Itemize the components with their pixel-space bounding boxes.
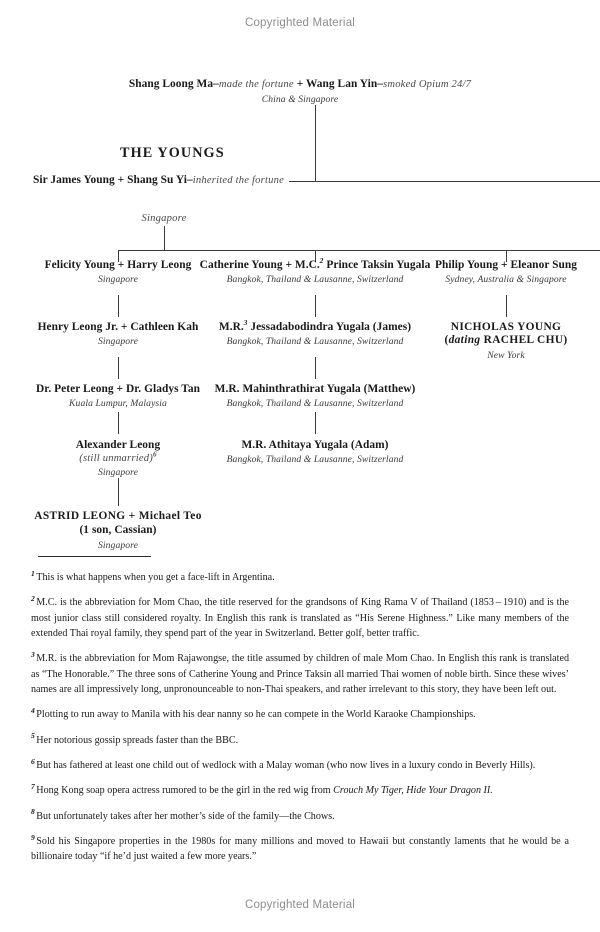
gen1-location-label: Singapore <box>141 213 187 224</box>
connector-gen2-sibling-bar <box>118 250 600 251</box>
connector-gen5-stem-leong <box>118 412 119 434</box>
footnote-ref-6: 6 <box>152 450 157 459</box>
person-philip-young-eleanor-sung: Philip Young + Eleanor Sung Sydney, Aust… <box>416 259 596 286</box>
gen3-henry-location: Singapore <box>98 336 138 348</box>
footnote-8-text: But unfortunately takes after her mother… <box>36 810 335 822</box>
page-title: THE YOUNGS <box>120 145 225 161</box>
copyright-watermark-top: Copyrighted Material <box>244 17 356 29</box>
person-dr-peter-leong-dr-gladys-tan: Dr. Peter Leong + Dr. Gladys Tan Kuala L… <box>10 383 226 410</box>
footnote-ref-2: 2 <box>319 257 324 266</box>
connector-gen4-stem-yugala <box>315 357 316 379</box>
person-astrid-leong-michael-teo: ASTRID LEONG + Michael Teo (1 son, Cassi… <box>18 510 218 551</box>
person-felicity-young-harry-leong: Felicity Young + Harry Leong Singapore <box>18 259 218 286</box>
gen0-note-1: made the fortune <box>218 79 294 90</box>
person-mr-jessadabodindra-yugala-james: M.R.3 Jessadabodindra Yugala (James) Ban… <box>190 319 440 348</box>
footnote-3-text: M.R. is the abbreviation for Mom Rajawon… <box>31 653 569 695</box>
footnote-7-text: Hong Kong soap opera actress rumored to … <box>36 785 334 797</box>
connector-gen3-stem-leong <box>118 295 119 317</box>
gen5-alexander-name: Alexander Leong <box>75 439 161 451</box>
person-catherine-young-prince-taksin: Catherine Young + M.C.2 Prince Taksin Yu… <box>190 257 440 286</box>
gen6-astrid-name: ASTRID LEONG + Michael Teo <box>34 510 202 522</box>
person-shang-loong-ma-wang-lan-yin: Shang Loong Ma–made the fortune + Wang L… <box>0 78 600 105</box>
footnote-2-text: M.C. is the abbreviation for Mom Chao, t… <box>31 597 569 639</box>
gen0-note-2: smoked Opium 24/7 <box>383 79 472 90</box>
connector-gen1-left <box>289 181 316 182</box>
gen3-nicholas-partner: (dating RACHEL CHU) <box>444 334 568 347</box>
gen3-nicholas-name: NICHOLAS YOUNG <box>450 321 562 333</box>
gen2-felicity-name: Felicity Young + Harry Leong <box>44 259 192 271</box>
gen1-note: inherited the fortune <box>192 175 284 186</box>
gen2-philip-location: Sydney, Australia & Singapore <box>445 274 567 286</box>
person-sir-james-young-shang-su-yi: Sir James Young + Shang Su Yi–inherited … <box>0 174 284 188</box>
connector-gen1-right <box>315 181 600 182</box>
person-henry-leong-jr-cathleen-kah: Henry Leong Jr. + Cathleen Kah Singapore <box>18 321 218 348</box>
gen0-names: Shang Loong Ma–made the fortune + Wang L… <box>128 78 472 90</box>
footnote-9-text: Sold his Singapore properties in the 198… <box>31 835 569 863</box>
person-nicholas-young: NICHOLAS YOUNG (dating RACHEL CHU) New Y… <box>416 321 596 361</box>
connector-gen5-stem-yugala <box>315 412 316 434</box>
gen6-astrid-location: Singapore <box>98 539 138 551</box>
footnote-7-marker: 7 <box>31 781 35 791</box>
gen6-astrid-children: (1 son, Cassian) <box>79 524 157 537</box>
footnote-6-marker: 6 <box>31 756 35 766</box>
connector-gen3-stem-yugala <box>315 295 316 317</box>
gen1-names: Sir James Young + Shang Su Yi–inherited … <box>33 174 284 186</box>
gen3-nicholas-location: New York <box>487 349 525 361</box>
footnote-4-marker: 4 <box>31 705 35 715</box>
gen5-adam-location: Bangkok, Thailand & Lausanne, Switzerlan… <box>226 454 404 466</box>
footnote-3-marker: 3 <box>31 649 35 659</box>
connector-gen3-stem-nicholas <box>506 295 507 317</box>
gen4-peter-location: Kuala Lumpur, Malaysia <box>69 398 167 410</box>
gen2-philip-name: Philip Young + Eleanor Sung <box>434 259 578 271</box>
gen0-location: China & Singapore <box>261 93 339 105</box>
gen4-matthew-location: Bangkok, Thailand & Lausanne, Switzerlan… <box>226 398 404 410</box>
gen2-catherine-location: Bangkok, Thailand & Lausanne, Switzerlan… <box>226 274 404 286</box>
gen5-adam-name: M.R. Athitaya Yugala (Adam) <box>241 439 389 451</box>
gen4-peter-name: Dr. Peter Leong + Dr. Gladys Tan <box>36 383 200 395</box>
gen3-henry-name: Henry Leong Jr. + Cathleen Kah <box>37 321 199 333</box>
footnote-1-marker: 1 <box>31 568 35 578</box>
connector-gen1-stem <box>164 226 165 251</box>
gen3-nicholas-dating-word: dating <box>448 334 481 347</box>
footnote-5-marker: 5 <box>31 731 35 741</box>
person-mr-athitaya-yugala-adam: M.R. Athitaya Yugala (Adam) Bangkok, Tha… <box>190 439 440 466</box>
gen3-james-location: Bangkok, Thailand & Lausanne, Switzerlan… <box>226 336 404 348</box>
footnote-1-text: This is what happens when you get a face… <box>36 572 275 583</box>
connector-gen2-drop-catherine <box>315 250 316 262</box>
footnote-2-marker: 2 <box>31 593 35 603</box>
person-alexander-leong: Alexander Leong (still unmarried)6 Singa… <box>18 439 218 478</box>
gen4-matthew-name: M.R. Mahinthrathirat Yugala (Matthew) <box>214 383 416 395</box>
gen5-alexander-location: Singapore <box>98 466 138 478</box>
copyright-watermark-bottom: Copyrighted Material <box>244 899 356 911</box>
footnote-7-title: Crouch My Tiger, Hide Your Dragon II. <box>333 785 493 797</box>
connector-gen2-drop-felicity <box>118 250 119 262</box>
gen3-james-name: M.R.3 Jessadabodindra Yugala (James) <box>218 319 412 333</box>
footnote-8-marker: 8 <box>31 807 35 817</box>
footnote-5-text: Her notorious gossip spreads faster than… <box>36 734 239 746</box>
footnote-separator-rule <box>38 556 151 558</box>
connector-gen0-stem <box>315 105 316 181</box>
gen2-felicity-location: Singapore <box>98 274 138 286</box>
connector-gen6-stem-astrid <box>118 478 119 506</box>
connector-gen2-drop-philip <box>506 250 507 262</box>
footnote-ref-3: 3 <box>243 319 248 328</box>
footnote-6-text: But has fathered at least one child out … <box>36 759 536 771</box>
person-mr-mahinthrathirat-yugala-matthew: M.R. Mahinthrathirat Yugala (Matthew) Ba… <box>190 383 440 410</box>
footnote-4-text: Plotting to run away to Manila with his … <box>36 709 476 721</box>
footnote-9-marker: 9 <box>31 832 35 842</box>
gen2-catherine-name: Catherine Young + M.C.2 Prince Taksin Yu… <box>199 257 431 271</box>
gen5-alexander-status: (still unmarried)6 <box>79 450 157 465</box>
connector-gen4-stem-leong <box>118 357 119 379</box>
